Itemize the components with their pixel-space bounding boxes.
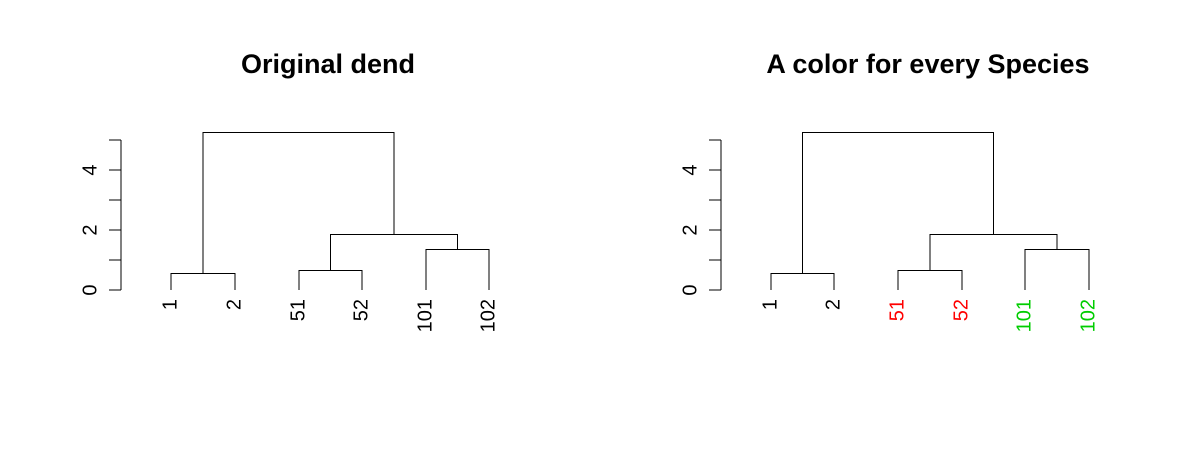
dendrogram-branch bbox=[298, 270, 363, 290]
dendrogram-branch bbox=[897, 270, 963, 290]
dendrogram-panel-1: Original dend 0 2 4 1 2 51 52 101 102 bbox=[79, 49, 499, 332]
dendrogram-branch bbox=[170, 273, 236, 290]
dendrogram-branch bbox=[929, 234, 1058, 271]
y-tick-label: 0 bbox=[79, 284, 101, 295]
dendrogram-branch bbox=[1024, 249, 1090, 290]
leaf-label: 1 bbox=[759, 299, 781, 310]
dendrogram-branch bbox=[330, 234, 458, 271]
leaf-label: 52 bbox=[350, 299, 372, 321]
leaf-label: 101 bbox=[414, 299, 436, 332]
dendrogram-branch bbox=[770, 273, 835, 290]
y-tick-label: 4 bbox=[679, 164, 701, 175]
leaf-label: 51 bbox=[287, 299, 309, 321]
y-tick-label: 0 bbox=[679, 284, 701, 295]
leaf-label: 102 bbox=[1077, 299, 1099, 332]
leaf-label: 2 bbox=[223, 299, 245, 310]
leaf-label: 101 bbox=[1013, 299, 1035, 332]
dendrogram-branch bbox=[425, 249, 490, 290]
leaf-label: 102 bbox=[477, 299, 499, 332]
dendrogram-branch bbox=[802, 132, 994, 274]
chart-title: A color for every Species bbox=[766, 49, 1089, 79]
chart-title: Original dend bbox=[241, 49, 415, 79]
leaf-label: 51 bbox=[886, 299, 908, 321]
y-tick-label: 2 bbox=[79, 224, 101, 235]
leaf-label: 52 bbox=[950, 299, 972, 321]
leaf-label: 1 bbox=[159, 299, 181, 310]
dendrogram-branch bbox=[202, 132, 395, 274]
dendrogram-panel-2: A color for every Species 0 2 4 1 2 51 52 101 102 bbox=[679, 49, 1099, 332]
y-tick-label: 2 bbox=[679, 224, 701, 235]
leaf-label: 2 bbox=[822, 299, 844, 310]
y-tick-label: 4 bbox=[79, 164, 101, 175]
